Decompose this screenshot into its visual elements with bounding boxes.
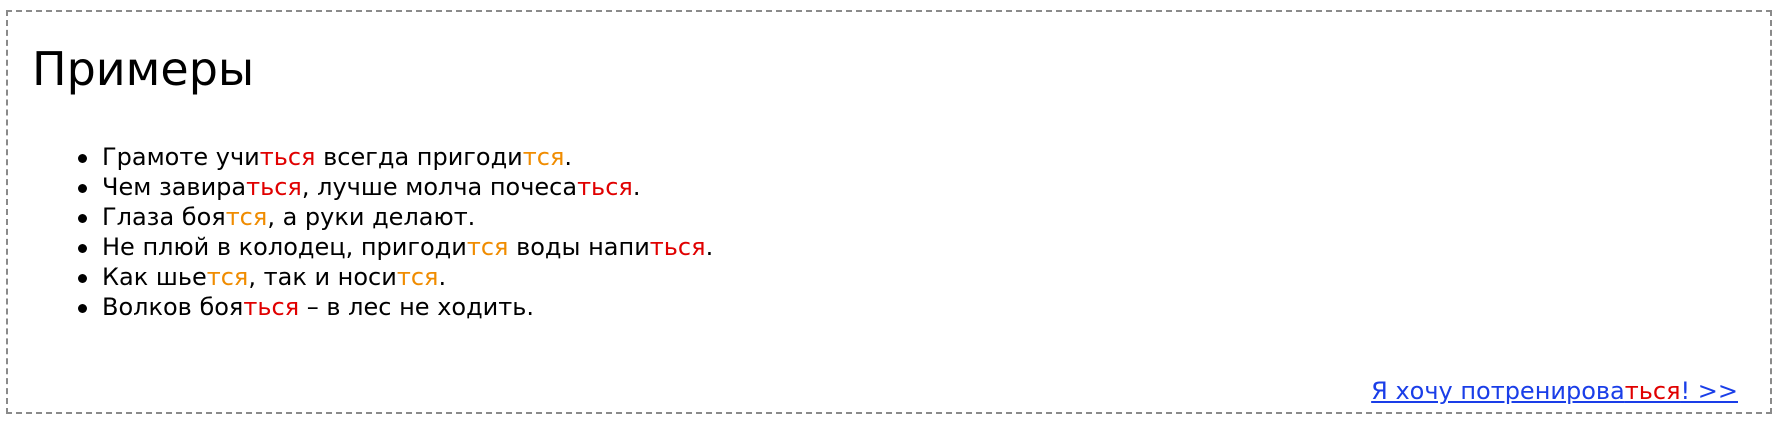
list-item: Не плюй в колодец, пригодится воды напит… xyxy=(77,232,714,262)
list-item: Как шьется, так и носится. xyxy=(77,262,713,292)
list-item: Глаза боятся, а руки делают. xyxy=(77,202,713,232)
practice-link-ending: ться xyxy=(1624,377,1681,405)
example-text: Чем завира xyxy=(102,173,247,201)
example-text: Не плюй в колодец, пригоди xyxy=(102,233,467,261)
ending-tsya: тся xyxy=(206,263,249,291)
example-text: – в лес не ходить. xyxy=(299,293,535,321)
example-text: , так и носи xyxy=(248,263,397,291)
ending-tsya-soft: ться xyxy=(649,233,706,261)
example-text: . xyxy=(705,233,714,261)
example-text: Волков боя xyxy=(102,293,244,321)
example-text: Глаза боя xyxy=(102,203,226,231)
ending-tsya: тся xyxy=(225,203,268,231)
ending-tsya: тся xyxy=(466,233,509,261)
example-text: всегда пригоди xyxy=(315,143,523,171)
practice-link-arrow: ! >> xyxy=(1680,377,1738,405)
list-item: Волков бояться – в лес не ходить. xyxy=(77,292,713,322)
ending-tsya-soft: ться xyxy=(577,173,633,201)
example-text: , а руки делают. xyxy=(267,203,476,231)
example-text: , лучше молча почеса xyxy=(301,173,578,201)
example-text: . xyxy=(632,173,641,201)
examples-panel: Примеры Грамоте учиться всегда пригодитс… xyxy=(6,10,1772,414)
ending-tsya-soft: ться xyxy=(246,173,302,201)
practice-link[interactable]: Я хочу потренироваться! >> xyxy=(1371,376,1738,406)
example-text: Грамоте учи xyxy=(102,143,260,171)
ending-tsya: тся xyxy=(522,143,565,171)
example-text: Как шье xyxy=(102,263,207,291)
example-text: воды напи xyxy=(508,233,650,261)
practice-link-text: Я хочу потренирова xyxy=(1371,377,1625,405)
page-title: Примеры xyxy=(32,42,255,96)
list-item: Чем завираться, лучше молча почесаться. xyxy=(77,172,713,202)
examples-list: Грамоте учиться всегда пригодится. Чем з… xyxy=(77,142,714,322)
example-text: . xyxy=(564,143,573,171)
list-item: Грамоте учиться всегда пригодится. xyxy=(77,142,713,172)
ending-tsya: тся xyxy=(396,263,439,291)
example-text: . xyxy=(438,263,447,291)
ending-tsya-soft: ться xyxy=(259,143,316,171)
ending-tsya-soft: ться xyxy=(243,293,300,321)
